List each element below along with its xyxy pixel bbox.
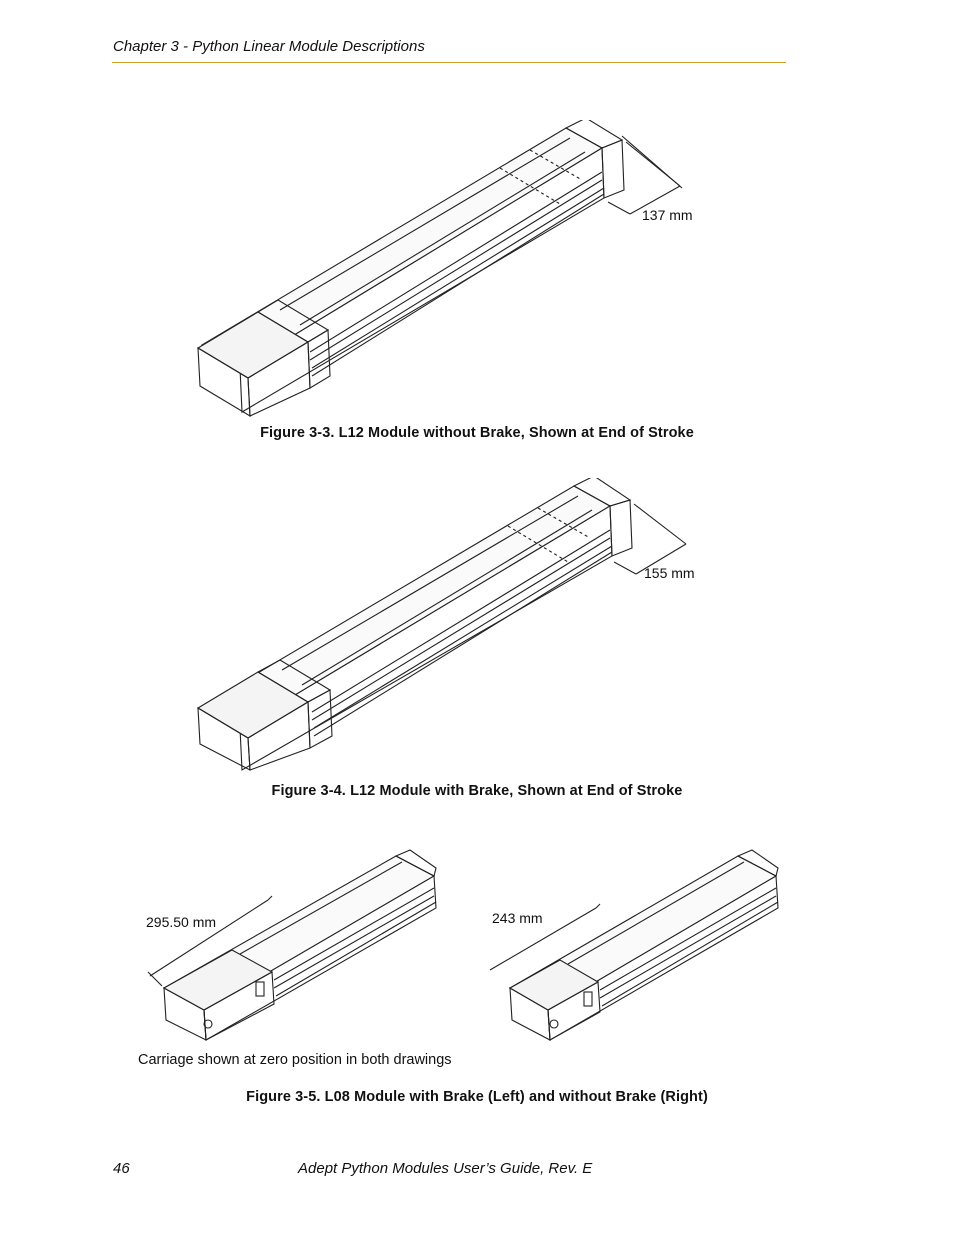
footer-title: Adept Python Modules User’s Guide, Rev. … bbox=[298, 1160, 593, 1177]
figure-3-5-right-dimension: 243 mm bbox=[492, 910, 543, 926]
figure-3-5-left-drawing bbox=[147, 849, 437, 1041]
running-header: Chapter 3 - Python Linear Module Descrip… bbox=[113, 38, 425, 55]
figure-3-3-caption: Figure 3-3. L12 Module without Brake, Sh… bbox=[260, 425, 694, 441]
figure-3-5-note: Carriage shown at zero position in both … bbox=[138, 1052, 452, 1068]
page-number: 46 bbox=[113, 1160, 130, 1177]
header-rule bbox=[112, 62, 786, 63]
figure-3-4-dimension: 155 mm bbox=[644, 565, 695, 581]
figure-3-3-dimension: 137 mm bbox=[642, 207, 693, 223]
figure-3-5-caption: Figure 3-5. L08 Module with Brake (Left)… bbox=[246, 1089, 708, 1105]
figure-3-3-drawing bbox=[196, 120, 683, 418]
figure-3-5-left-dimension: 295.50 mm bbox=[146, 914, 217, 930]
figure-3-4-drawing bbox=[196, 478, 687, 771]
figure-3-4-caption: Figure 3-4. L12 Module with Brake, Shown… bbox=[271, 783, 683, 799]
figure-3-5-right-drawing bbox=[489, 849, 779, 1041]
